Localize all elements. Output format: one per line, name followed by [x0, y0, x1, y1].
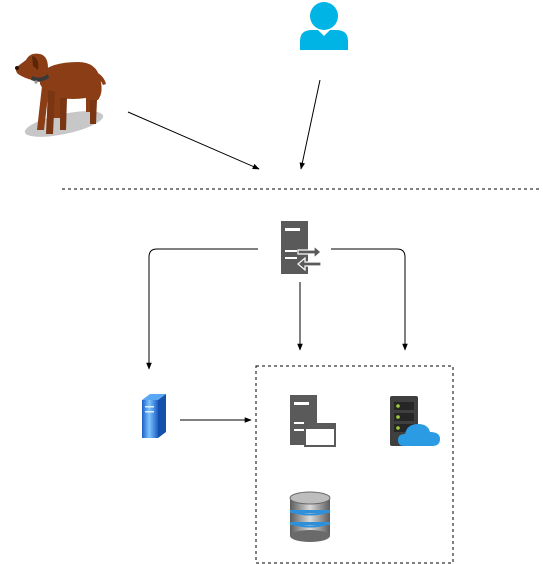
client-server-icon	[142, 394, 166, 438]
proxy-server-icon	[281, 221, 322, 274]
edge-dog-to-boundary	[127, 111, 260, 170]
database-icon	[289, 491, 331, 542]
edge-proxy-to-cloud-server	[331, 248, 408, 351]
edge-proxy-to-client	[146, 248, 258, 370]
web-server-icon	[290, 395, 336, 447]
cloud-server-icon	[390, 396, 440, 446]
user-icon	[300, 2, 348, 50]
server-group-box	[255, 365, 454, 564]
edge-user-to-boundary	[299, 79, 321, 170]
dog-icon	[15, 53, 106, 137]
